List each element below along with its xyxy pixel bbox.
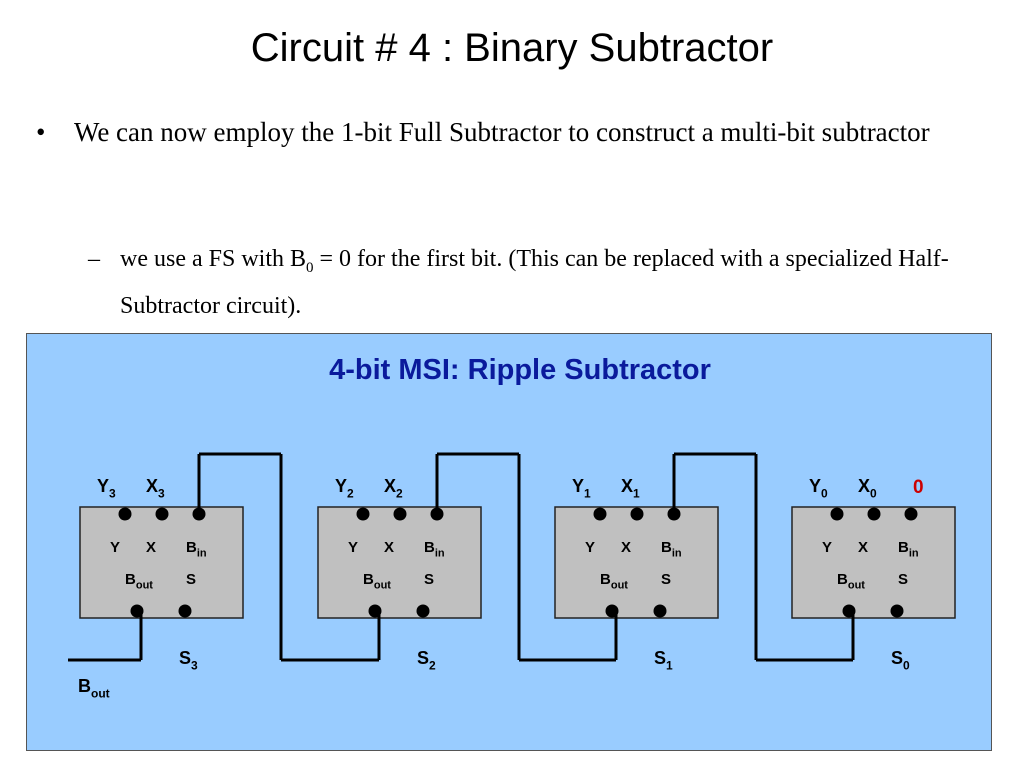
port-label-bout-1: Bout (363, 571, 391, 592)
port-label-y-3: Y (822, 539, 832, 556)
port-label-y-1: Y (348, 539, 358, 556)
s-output-pin-1 (416, 604, 430, 618)
port-label-y-0: Y (110, 539, 120, 556)
port-label-bin-2: Bin (661, 539, 682, 560)
full-subtractor-block-2 (554, 506, 719, 619)
slide-title: Circuit # 4 : Binary Subtractor (250, 26, 774, 70)
port-label-x-3: X (858, 539, 868, 556)
sum-output-label-2: S1 (654, 648, 673, 672)
first-bin-zero-label: 0 (913, 477, 924, 498)
input-label-x-0: X3 (146, 476, 165, 500)
sub-text-subscript: 0 (306, 259, 314, 276)
port-label-x-1: X (384, 539, 394, 556)
port-label-y-2: Y (585, 539, 595, 556)
full-subtractor-block-1 (317, 506, 482, 619)
input-label-x-1: X2 (384, 476, 403, 500)
port-label-x-2: X (621, 539, 631, 556)
x-input-pin-2 (630, 507, 644, 521)
sub-bullet-symbol: – (88, 246, 100, 272)
input-label-y-0: Y3 (97, 476, 116, 500)
s-output-pin-3 (890, 604, 904, 618)
bin-input-pin-3 (904, 507, 918, 521)
input-label-y-1: Y2 (335, 476, 354, 500)
sum-output-label-0: S3 (179, 648, 198, 672)
bullet-symbol: • (36, 117, 46, 147)
y-input-pin-3 (830, 507, 844, 521)
port-label-bout-0: Bout (125, 571, 153, 592)
port-label-bin-1: Bin (424, 539, 445, 560)
port-label-s-0: S (186, 571, 196, 588)
x-input-pin-0 (155, 507, 169, 521)
sum-output-label-1: S2 (417, 648, 436, 672)
bout-final-label: Bout (78, 676, 110, 700)
port-label-bin-3: Bin (898, 539, 919, 560)
input-label-y-3: Y0 (809, 476, 828, 500)
port-label-bin-0: Bin (186, 539, 207, 560)
input-label-x-2: X1 (621, 476, 640, 500)
port-label-bout-3: Bout (837, 571, 865, 592)
sub-text-part2: = 0 for the first bit. (This can be repl… (120, 246, 949, 319)
sum-output-label-3: S0 (891, 648, 910, 672)
x-input-pin-3 (867, 507, 881, 521)
port-label-s-1: S (424, 571, 434, 588)
input-label-x-3: X0 (858, 476, 877, 500)
full-subtractor-block-0 (79, 506, 244, 619)
port-label-s-2: S (661, 571, 671, 588)
y-input-pin-0 (118, 507, 132, 521)
full-subtractor-block-3 (791, 506, 956, 619)
port-label-s-3: S (898, 571, 908, 588)
sub-bullet-text: we use a FS with B0 = 0 for the first bi… (120, 240, 1000, 325)
port-label-x-0: X (146, 539, 156, 556)
y-input-pin-1 (356, 507, 370, 521)
bullet-text: We can now employ the 1-bit Full Subtrac… (74, 117, 930, 147)
input-label-y-2: Y1 (572, 476, 591, 500)
port-label-bout-2: Bout (600, 571, 628, 592)
s-output-pin-0 (178, 604, 192, 618)
s-output-pin-2 (653, 604, 667, 618)
diagram-title: 4-bit MSI: Ripple Subtractor (329, 354, 711, 386)
y-input-pin-2 (593, 507, 607, 521)
x-input-pin-1 (393, 507, 407, 521)
sub-text-part1: we use a FS with B (120, 246, 306, 272)
